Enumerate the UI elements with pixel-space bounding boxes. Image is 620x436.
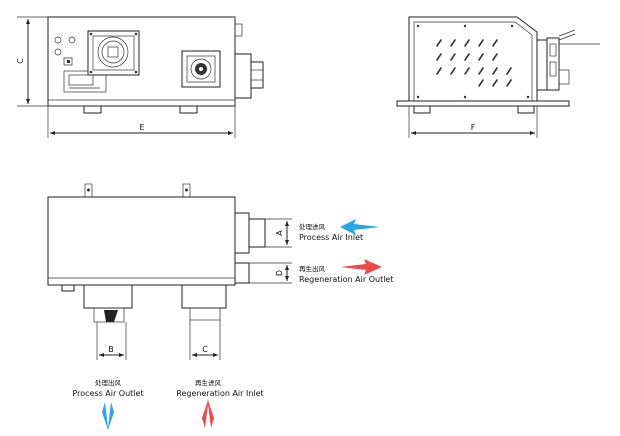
base-plate xyxy=(396,100,570,107)
process-inlet-duct xyxy=(248,218,266,248)
dimension-f-label: F xyxy=(471,123,476,132)
process-outlet-en: Process Air Outlet xyxy=(72,389,143,398)
process-inlet-arrow xyxy=(340,219,380,235)
dimension-c2-label: C xyxy=(202,345,208,354)
process-inlet-cn: 处理进风 xyxy=(299,222,326,231)
process-inlet-housing xyxy=(234,212,250,254)
process-inlet-en: Process Air Inlet xyxy=(299,233,363,242)
process-port-flange xyxy=(87,30,140,76)
regen-inlet-arrow xyxy=(202,400,214,428)
control-panel xyxy=(63,70,107,93)
display-screen xyxy=(68,74,94,86)
louvre-slots xyxy=(436,39,512,87)
foot-right xyxy=(179,105,198,114)
front-top-bracket xyxy=(234,23,243,37)
side-foot-left xyxy=(413,105,431,114)
process-port-opening xyxy=(97,36,129,68)
process-outlet-cn: 处理出风 xyxy=(95,378,122,387)
dimension-a-label: A xyxy=(275,230,284,236)
dimension-e-label: E xyxy=(139,123,144,132)
regen-inlet-en: Regeneration Air Inlet xyxy=(176,389,263,398)
process-outlet-duct xyxy=(83,284,133,309)
regen-outlet-cn: 再生出风 xyxy=(299,264,326,273)
process-outlet-arrow xyxy=(102,402,114,430)
plan-view: A D B C xyxy=(47,183,292,360)
airflow-annotations: 处理进风 Process Air Inlet 再生出风 Regeneration… xyxy=(72,219,393,430)
dimension-c-label: C xyxy=(16,58,25,64)
dimension-d-label: D xyxy=(275,270,284,276)
side-duct-housing-r xyxy=(536,39,548,91)
side-duct-collar xyxy=(250,61,264,89)
plan-casing xyxy=(47,196,236,286)
regen-outlet-arrow xyxy=(340,259,382,275)
power-switch xyxy=(63,57,73,66)
regen-outlet-housing xyxy=(234,262,250,284)
regen-inlet-duct xyxy=(181,284,227,309)
side-duct-collar-r xyxy=(546,37,560,91)
side-view: F xyxy=(396,16,600,138)
process-outlet-damper xyxy=(104,310,118,322)
front-view: C E xyxy=(16,16,264,138)
side-foot-right xyxy=(517,105,535,114)
foot-left xyxy=(83,105,102,114)
regen-outlet-en: Regeneration Air Outlet xyxy=(299,275,393,284)
side-casing xyxy=(408,16,538,107)
side-duct-housing xyxy=(234,53,252,99)
regen-inlet-cn: 再生进风 xyxy=(195,378,222,387)
dimension-b-label: B xyxy=(108,345,114,354)
